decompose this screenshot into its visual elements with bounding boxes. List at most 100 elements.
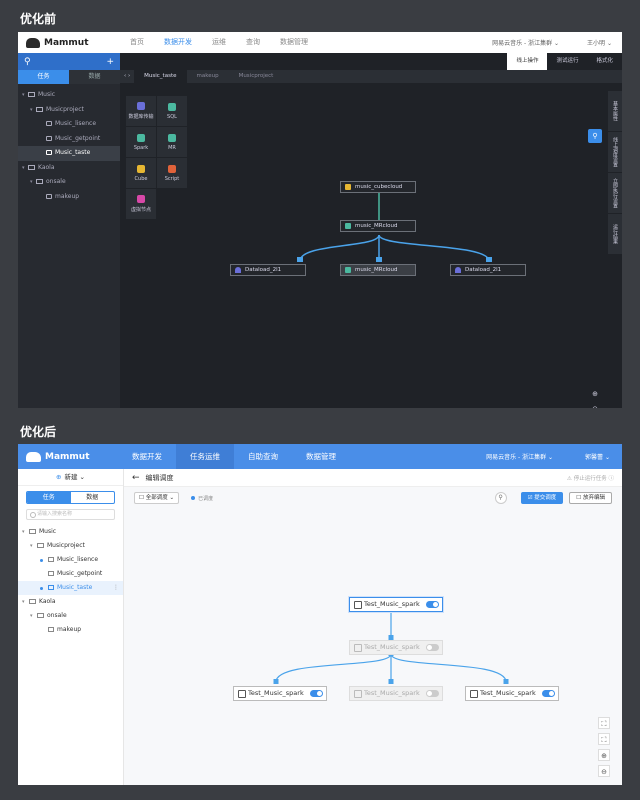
tree-item[interactable]: ▾onsale [30, 612, 67, 619]
sidebar-header: ⚲ + [18, 53, 120, 70]
user-menu[interactable]: 郭馨蕾 ⌄ [585, 454, 610, 461]
tree-item[interactable]: makeup [18, 623, 123, 637]
tab-musicproject[interactable]: Musicproject [238, 73, 274, 79]
tree-item[interactable]: Music_taste⋮ [18, 581, 123, 595]
back-arrow-icon[interactable]: ← [132, 472, 140, 483]
palette-virtual-node[interactable]: 虚拟节点 [126, 189, 156, 219]
task-tree: ▾Music ▾Musicproject Music_lisence Music… [18, 84, 120, 204]
tab-makeup[interactable]: makeup [196, 73, 219, 79]
tree-item[interactable]: Music_lisence [18, 553, 123, 567]
nav-data-dev[interactable]: 数据开发 [164, 38, 192, 46]
tab-music-taste[interactable]: Music_taste [134, 70, 187, 83]
fit-view-icon[interactable]: ⛶ [598, 717, 610, 729]
flow-node[interactable]: Dataload_2l1 [450, 264, 526, 276]
tree-item[interactable]: Music_getpoint [18, 132, 120, 147]
discard-edit-button[interactable]: ☐ 放弃编辑 [569, 492, 612, 504]
tree-item[interactable]: Music_taste [18, 146, 120, 161]
tab-data[interactable]: 数据 [69, 70, 120, 84]
tree-item[interactable]: ▾Kaola [22, 598, 56, 605]
nav-task-ops[interactable]: 任务运维 [176, 444, 234, 469]
nav-data-manage[interactable]: 数据管理 [306, 452, 336, 461]
org-selector[interactable]: 网易云音乐 - 浙江集群 ⌄ [492, 40, 560, 47]
test-run-button[interactable]: 测试运行 [556, 58, 579, 64]
tree-item[interactable]: Music_getpoint [18, 567, 123, 581]
zoom-out-icon[interactable]: ⊖ [598, 765, 610, 777]
new-button[interactable]: ⊕新建 ⌄ [18, 469, 123, 486]
stop-run-link[interactable]: ⚠ 停止运行任务 ⓘ [567, 475, 614, 482]
logo[interactable]: Mammut [18, 32, 120, 53]
node-toggle[interactable] [425, 690, 439, 697]
node-toggle[interactable] [425, 644, 439, 651]
org-selector[interactable]: 网易云音乐 - 浙江集群 ⌄ [486, 454, 554, 461]
tab-data[interactable]: 数据 [86, 494, 99, 501]
tab-tasks[interactable]: 任务 [27, 492, 71, 503]
flow-node[interactable]: Test_Music_spark [349, 686, 443, 701]
tab-tasks[interactable]: 任务 [18, 70, 69, 84]
schedule-filter-select[interactable]: ☐ 全部调度 ⌄ [134, 492, 180, 504]
palette-sql[interactable]: SQL [157, 96, 187, 126]
nav-home[interactable]: 首页 [130, 38, 144, 46]
tree-item[interactable]: ▾Music [22, 528, 57, 535]
tree-item[interactable]: ▾onsale [30, 178, 66, 185]
zoom-in-icon[interactable]: ⊕ [598, 749, 610, 761]
flow-canvas[interactable]: Test_Music_spark Test_Music_spark Test_M… [124, 509, 622, 785]
nav-ops[interactable]: 运维 [212, 38, 226, 46]
palette-mr[interactable]: MR [157, 127, 187, 157]
add-icon[interactable]: + [106, 56, 114, 67]
online-ops-button[interactable]: 线上操作 [507, 53, 548, 70]
tree-item[interactable]: Music_lisence [18, 117, 120, 132]
editor-tabs: ‹ › Music_taste makeup Musicproject [120, 70, 622, 83]
flow-edges [297, 188, 492, 262]
more-icon[interactable]: ⋮ [113, 584, 119, 591]
nav-query[interactable]: 查询 [246, 38, 260, 46]
palette-spark[interactable]: Spark [126, 127, 156, 157]
nav-self-query[interactable]: 自助查询 [248, 452, 278, 461]
canvas-search-icon[interactable]: ⚲ [588, 129, 602, 143]
palette-db-transfer[interactable]: 数据库传输 [126, 96, 156, 126]
flow-node[interactable]: Test_Music_spark [465, 686, 559, 701]
tab-run-result[interactable]: 运行结果 [608, 214, 622, 254]
zoom-in-icon[interactable]: ⊕ [592, 390, 598, 398]
tab-online-schedule[interactable]: 线上调度设置 [608, 132, 622, 172]
flow-icon [46, 121, 52, 126]
search-icon[interactable]: ⚲ [494, 492, 507, 504]
palette-script[interactable]: Script [157, 158, 187, 188]
flow-node[interactable]: Test_Music_spark [349, 597, 443, 612]
flow-node[interactable]: Test_Music_spark [349, 640, 443, 655]
palette-cube[interactable]: Cube [126, 158, 156, 188]
tree-item[interactable]: ▾Kaola [22, 163, 55, 171]
nav-data-dev[interactable]: 数据开发 [132, 452, 162, 461]
tree-item[interactable]: makeup [18, 190, 120, 205]
tree-item[interactable]: ▾Musicproject [30, 542, 85, 549]
flow-node[interactable]: Test_Music_spark [233, 686, 327, 701]
search-input[interactable]: 请输入搜索名称 [26, 509, 115, 520]
flow-node[interactable]: music_MRcloud [340, 264, 416, 276]
flow-node[interactable]: music_cubecloud [340, 181, 416, 193]
nav-data-manage[interactable]: 数据管理 [280, 38, 308, 46]
folder-icon [28, 164, 35, 170]
flow-icon [48, 627, 54, 632]
property-panel-tabs: 基本属性 线上调度设置 立即执行设置 运行结果 [608, 91, 622, 408]
tab-basic-props[interactable]: 基本属性 [608, 91, 622, 131]
tab-run-now[interactable]: 立即执行设置 [608, 173, 622, 213]
flow-icon [46, 193, 52, 199]
tree-item[interactable]: ▾Music [22, 91, 56, 98]
tab-scroll-icon[interactable]: ‹ › [124, 73, 131, 79]
user-menu[interactable]: 王小明 ⌄ [587, 40, 612, 47]
logo[interactable]: Mammut [18, 451, 118, 462]
format-button[interactable]: 格式化 [596, 58, 613, 64]
folder-icon [36, 106, 43, 112]
zoom-out-icon[interactable]: ⊖ [590, 404, 600, 408]
task-tree: ▾Music ▾Musicproject Music_lisence Music… [18, 525, 123, 637]
flow-node[interactable]: music_MRcloud [340, 220, 416, 232]
flow-node[interactable]: Dataload_2l1 [230, 264, 306, 276]
fullscreen-icon[interactable]: ⛶ [598, 733, 610, 745]
submit-schedule-button[interactable]: ☑ 提交调度 [520, 492, 564, 504]
search-icon[interactable]: ⚲ [24, 56, 31, 67]
tree-item[interactable]: ▾Musicproject [30, 105, 84, 113]
node-toggle[interactable] [309, 690, 323, 697]
node-toggle[interactable] [425, 601, 439, 608]
add-circle-icon: ⊕ [56, 473, 62, 481]
node-toggle[interactable] [541, 690, 555, 697]
flow-canvas[interactable]: music_cubecloud music_MRcloud Dataload_2… [190, 83, 610, 408]
